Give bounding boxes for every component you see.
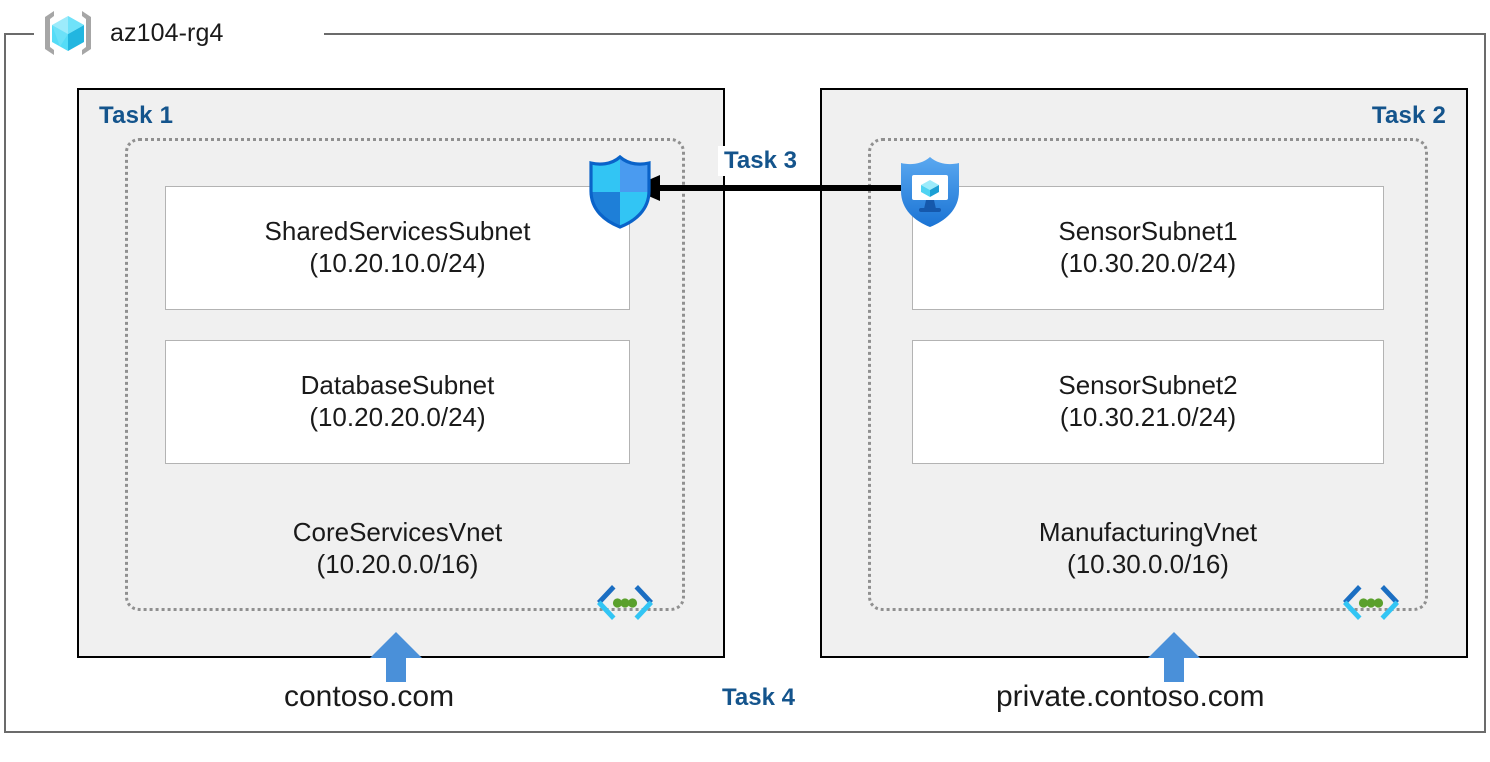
subnet-name: SensorSubnet2 (1058, 370, 1238, 401)
subnet-sensorsubnet1[interactable]: SensorSubnet1 (10.30.20.0/24) (912, 186, 1384, 310)
subnet-cidr: (10.30.21.0/24) (1059, 402, 1237, 432)
arrow-up-icon (370, 632, 422, 682)
virtual-network-icon (594, 582, 656, 626)
subnet-cidr: (10.20.10.0/24) (309, 248, 486, 278)
dns-zone-label-private-contoso: private.contoso.com (996, 680, 1265, 713)
subnet-databasesubnet[interactable]: DatabaseSubnet (10.20.20.0/24) (165, 340, 630, 464)
shield-vm-icon (895, 155, 965, 229)
vnet-caption-coreservicesvnet: CoreServicesVnet (10.20.0.0/16) (165, 517, 630, 579)
vnet-name: ManufacturingVnet (1038, 517, 1258, 547)
task-1-label: Task 1 (99, 102, 174, 129)
subnet-name: DatabaseSubnet (300, 370, 495, 401)
subnet-sharedservicessubnet[interactable]: SharedServicesSubnet (10.20.10.0/24) (165, 186, 630, 310)
vnet-caption-manufacturingvnet: ManufacturingVnet (10.30.0.0/16) (912, 517, 1384, 579)
subnet-cidr: (10.30.20.0/24) (1059, 248, 1237, 278)
vnet-boundary-coreservicesvnet (125, 138, 685, 611)
subnet-cidr: (10.20.20.0/24) (309, 402, 486, 432)
task-4-label: Task 4 (722, 684, 795, 711)
resource-group-name: az104-rg4 (108, 18, 232, 48)
vnet-name: CoreServicesVnet (292, 517, 503, 547)
dns-zone-label-contoso: contoso.com (284, 680, 455, 713)
resource-group-header: az104-rg4 (40, 6, 232, 60)
arrow-up-icon (1148, 632, 1200, 682)
task-3-label: Task 3 (718, 146, 803, 176)
azure-resource-group-icon (40, 7, 96, 59)
resource-group-boundary (4, 33, 1486, 733)
subnet-sensorsubnet2[interactable]: SensorSubnet2 (10.30.21.0/24) (912, 340, 1384, 464)
virtual-network-icon (1340, 582, 1402, 626)
subnet-name: SensorSubnet1 (1058, 216, 1238, 247)
subnet-name: SharedServicesSubnet (264, 216, 531, 247)
shield-icon (585, 154, 655, 229)
vnet-cidr: (10.20.0.0/16) (316, 548, 479, 579)
vnet-cidr: (10.30.0.0/16) (1067, 548, 1229, 579)
vnet-boundary-manufacturingvnet (868, 138, 1428, 611)
task-2-label: Task 2 (1371, 102, 1446, 129)
